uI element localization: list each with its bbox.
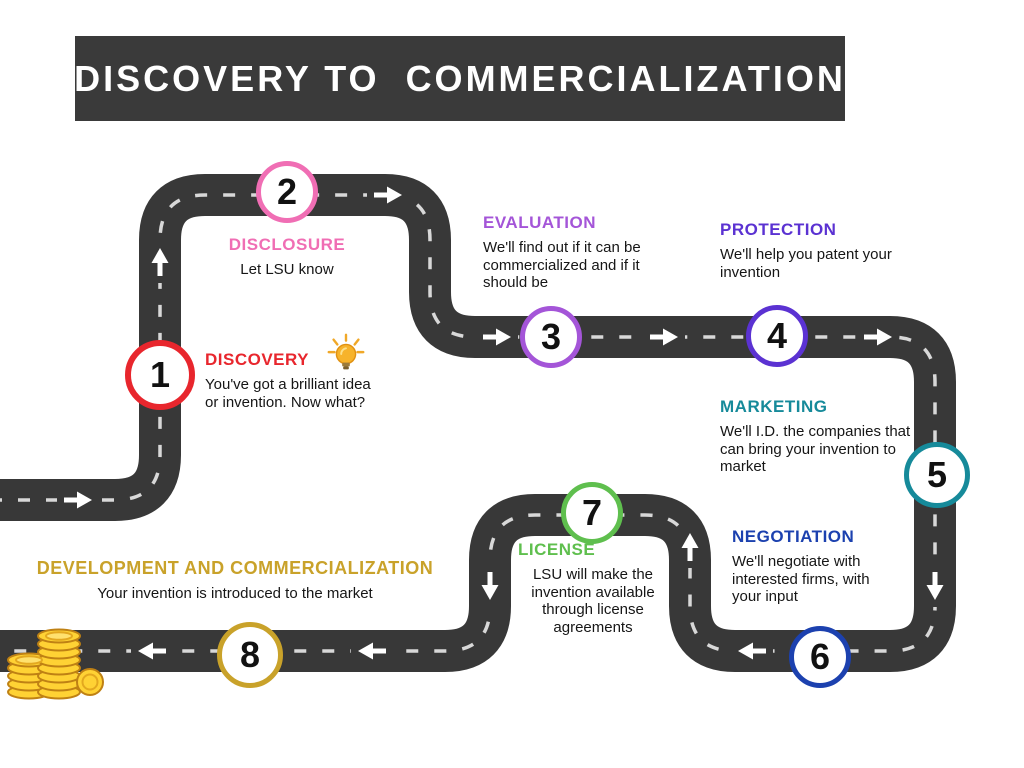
step-8-milestone: 8: [217, 622, 283, 688]
step-3-milestone: 3: [520, 306, 582, 368]
page-title: DISCOVERY TO COMMERCIALIZATION: [74, 57, 846, 99]
step-6-title: NEGOTIATION: [732, 527, 855, 546]
step-6-milestone: 6: [789, 626, 851, 688]
step-2-number: 2: [276, 171, 298, 212]
step-4-number: 4: [766, 315, 788, 356]
step-6-description: We'll negotiate with interested firms, w…: [732, 553, 870, 606]
step-5-milestone: 5: [904, 442, 970, 508]
step-1-title: DISCOVERY: [205, 350, 310, 369]
step-5-label: MARKETING We'll I.D. the companies that …: [720, 397, 915, 476]
title-banner: DISCOVERY TO COMMERCIALIZATION: [74, 36, 846, 121]
step-1-description: You've got a brilliant idea or invention…: [205, 376, 371, 411]
step-7-label: LICENSE LSU will make the invention avai…: [518, 540, 668, 637]
step-5-number: 5: [926, 454, 948, 495]
step-6-number: 6: [809, 636, 831, 677]
step-3-description: We'll find out if it can be commercializ…: [483, 239, 641, 292]
step-6-label: NEGOTIATION We'll negotiate with interes…: [732, 527, 902, 606]
step-8-label: DEVELOPMENT AND COMMERCIALIZATION Your i…: [10, 558, 460, 603]
step-1-milestone: 1: [125, 340, 195, 410]
step-7-title: LICENSE: [518, 540, 596, 559]
step-5-title: MARKETING: [720, 397, 828, 416]
step-2-title: DISCLOSURE: [228, 235, 346, 254]
step-8-description: Your invention is introduced to the mark…: [97, 585, 373, 602]
step-5-description: We'll I.D. the companies that can bring …: [720, 423, 911, 476]
step-8-number: 8: [239, 634, 261, 675]
step-3-label: EVALUATION We'll find out if it can be c…: [483, 213, 673, 292]
coins-icon: [7, 628, 104, 700]
step-2-label: DISCLOSURE Let LSU know: [207, 235, 367, 279]
step-1-number: 1: [149, 354, 171, 395]
step-7-milestone: 7: [561, 482, 623, 544]
step-3-number: 3: [540, 316, 562, 357]
step-3-title: EVALUATION: [483, 213, 596, 232]
step-7-number: 7: [581, 492, 603, 533]
step-2-milestone: 2: [256, 161, 318, 223]
step-4-title: PROTECTION: [720, 220, 837, 239]
step-4-description: We'll help you patent your invention: [720, 246, 892, 281]
lightbulb-icon: [327, 333, 365, 370]
step-2-description: Let LSU know: [240, 261, 334, 278]
step-1-label: DISCOVERY You've got a brilliant idea or…: [205, 350, 380, 411]
step-4-label: PROTECTION We'll help you patent your in…: [720, 220, 900, 281]
step-8-title: DEVELOPMENT AND COMMERCIALIZATION: [36, 558, 434, 578]
step-7-description: LSU will make the invention available th…: [531, 566, 655, 637]
step-4-milestone: 4: [746, 305, 808, 367]
